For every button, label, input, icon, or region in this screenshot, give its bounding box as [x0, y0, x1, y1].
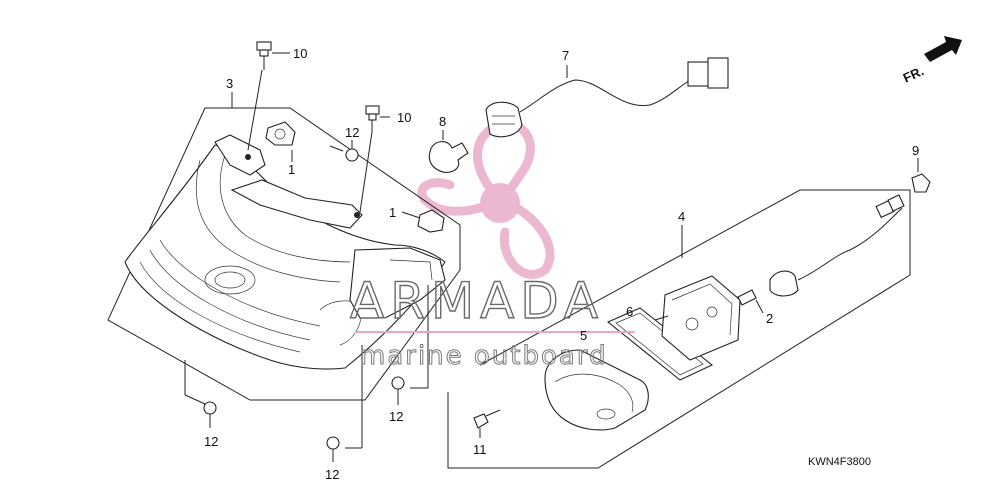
bulb-8	[428, 130, 469, 173]
callout-10-top: 10	[293, 46, 307, 61]
license-light-assembly-group	[447, 158, 931, 469]
watermark-title: ARMADA	[350, 272, 604, 330]
screw-12-bottom	[326, 345, 363, 462]
clip-1-mid	[401, 209, 445, 233]
callout-12-left: 12	[204, 434, 218, 449]
callout-5: 5	[580, 328, 587, 343]
callout-3: 3	[226, 76, 233, 91]
callout-2: 2	[766, 311, 773, 326]
callout-8: 8	[439, 114, 446, 129]
front-direction-arrow	[924, 36, 962, 62]
callout-11: 11	[473, 442, 487, 457]
watermark-text: ARMADA marine outboard	[349, 271, 635, 372]
screw-12-right	[391, 285, 429, 405]
watermark-propeller-logo	[417, 120, 555, 279]
callout-12-right: 12	[389, 409, 403, 424]
callout-1-mid: 1	[389, 205, 396, 220]
screw-12-top	[329, 140, 359, 162]
callout-6: 6	[626, 304, 633, 319]
screw-12-left	[184, 360, 217, 428]
diagram-code: KWN4F3800	[808, 456, 871, 468]
bolt-10-mid	[359, 105, 390, 213]
tail-light-assembly-group	[107, 92, 461, 401]
callout-12-top: 12	[345, 125, 359, 140]
callout-7: 7	[562, 48, 569, 63]
callout-10-mid: 10	[397, 110, 411, 125]
watermark-subtitle: marine outboard	[360, 341, 608, 371]
clip-1-top	[265, 121, 296, 162]
callout-1-top: 1	[288, 162, 295, 177]
callout-9: 9	[912, 143, 919, 158]
bolt-10-top	[247, 41, 290, 151]
callout-4: 4	[678, 209, 685, 224]
socket-wire-7	[485, 57, 729, 138]
callout-12-bottom: 12	[325, 467, 339, 482]
front-direction-label: FR.	[901, 63, 926, 85]
